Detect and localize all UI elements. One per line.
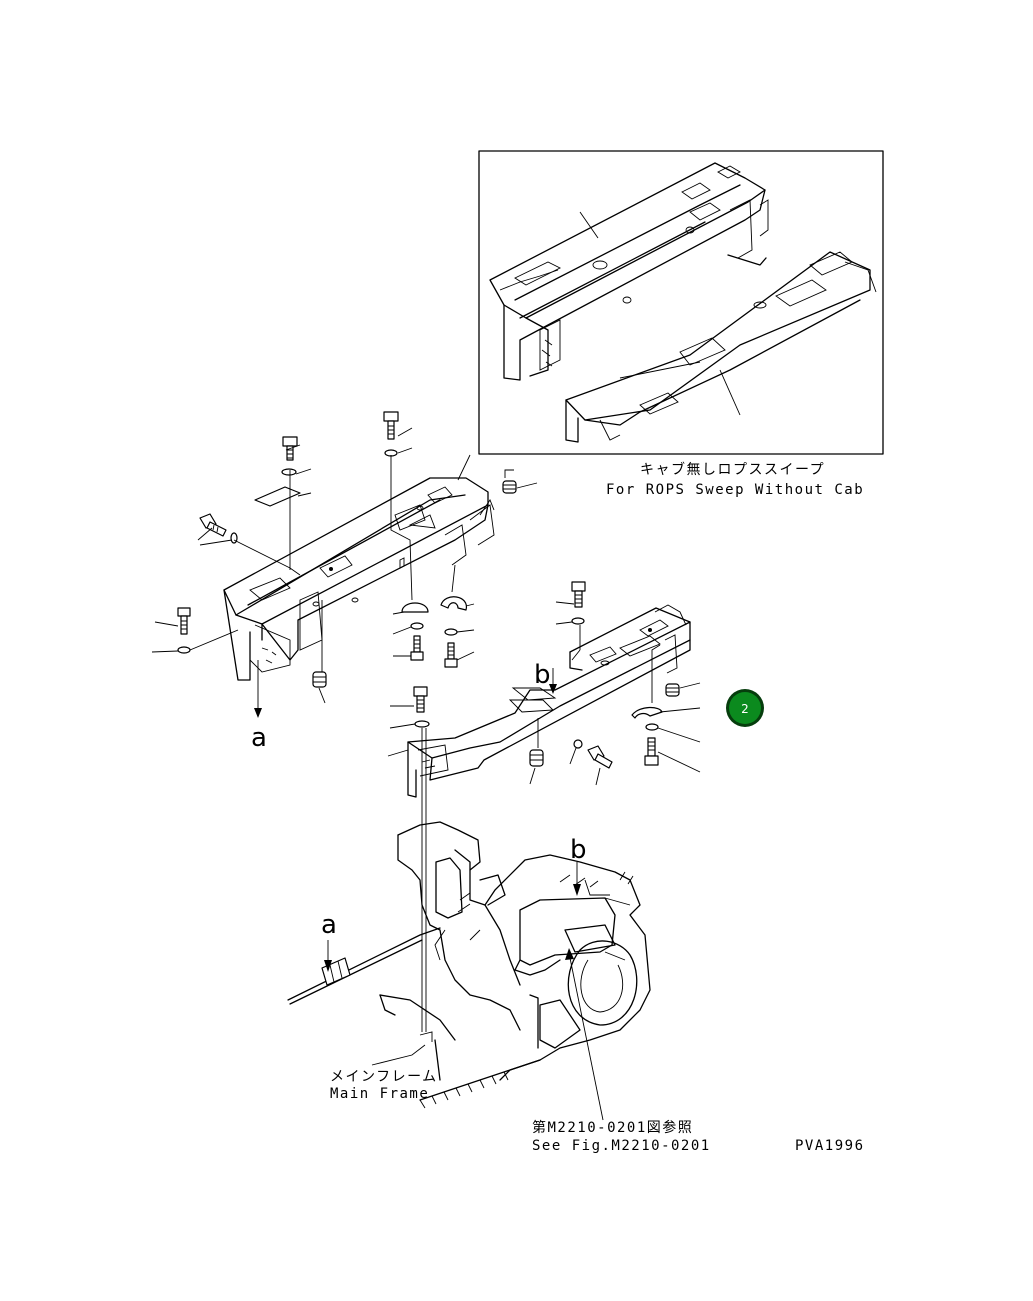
washer-icon	[410, 622, 424, 630]
washer-icon	[414, 720, 430, 728]
washer-icon	[177, 646, 191, 654]
callout-a-upper: a	[251, 723, 267, 753]
rubber-mount-icon	[502, 480, 517, 494]
washer-icon	[444, 628, 458, 636]
bolt-icon	[177, 607, 191, 635]
frame-arrows	[324, 862, 604, 1121]
clamp-icon	[440, 596, 467, 611]
rubber-mount-icon	[665, 683, 680, 697]
cap-icon	[401, 602, 429, 613]
washer-icon	[573, 739, 583, 749]
callout-b-upper: b	[534, 660, 551, 690]
reference-label-jp: 第M2210-0201図参照	[532, 1119, 693, 1136]
washer-icon	[281, 468, 297, 476]
bolt-icon	[644, 737, 659, 766]
bolt-icon	[413, 686, 428, 713]
bolt-icon	[199, 513, 227, 537]
callout-a-lower: a	[321, 910, 337, 940]
upper-fasteners	[177, 411, 517, 688]
lower-sweep-assembly	[407, 604, 691, 798]
upper-sweep-assembly	[223, 477, 495, 681]
inset-upper-sweep	[489, 162, 769, 381]
inset-lower-sweep	[565, 251, 877, 443]
reference-label-en: See Fig.M2210-0201	[532, 1138, 711, 1154]
callout-marker-button[interactable]: 2	[726, 689, 764, 727]
shim-plate-icon	[254, 486, 301, 507]
drawing-id: PVA1996	[795, 1138, 865, 1154]
callout-b-lower: b	[570, 835, 587, 865]
marker-fill	[729, 692, 761, 724]
marker-label: 2	[741, 702, 749, 716]
main-frame-label-jp: メインフレーム	[330, 1069, 438, 1085]
bolt-icon	[587, 745, 613, 769]
washer-icon	[645, 723, 659, 731]
bolt-icon	[282, 436, 298, 461]
inset-panel: キャブ無しロプススイープ For ROPS Sweep Without Cab	[478, 150, 884, 498]
main-frame-label-en: Main Frame	[330, 1086, 429, 1102]
bolt-icon	[444, 642, 458, 668]
washer-icon	[571, 617, 585, 625]
bolt-icon	[383, 411, 399, 440]
bolt-icon	[410, 635, 424, 661]
lower-fasteners	[413, 581, 680, 769]
bolt-icon	[571, 581, 586, 608]
rubber-mount-icon	[312, 671, 327, 688]
rubber-mount-icon	[529, 749, 544, 767]
clamp-icon	[631, 706, 663, 719]
inset-caption-jp: キャブ無しロプススイープ	[640, 461, 825, 478]
upper-leader-lines	[151, 427, 538, 718]
main-frame	[287, 821, 651, 1109]
lower-leader-lines	[387, 601, 701, 1032]
inset-caption-en: For ROPS Sweep Without Cab	[606, 482, 864, 498]
